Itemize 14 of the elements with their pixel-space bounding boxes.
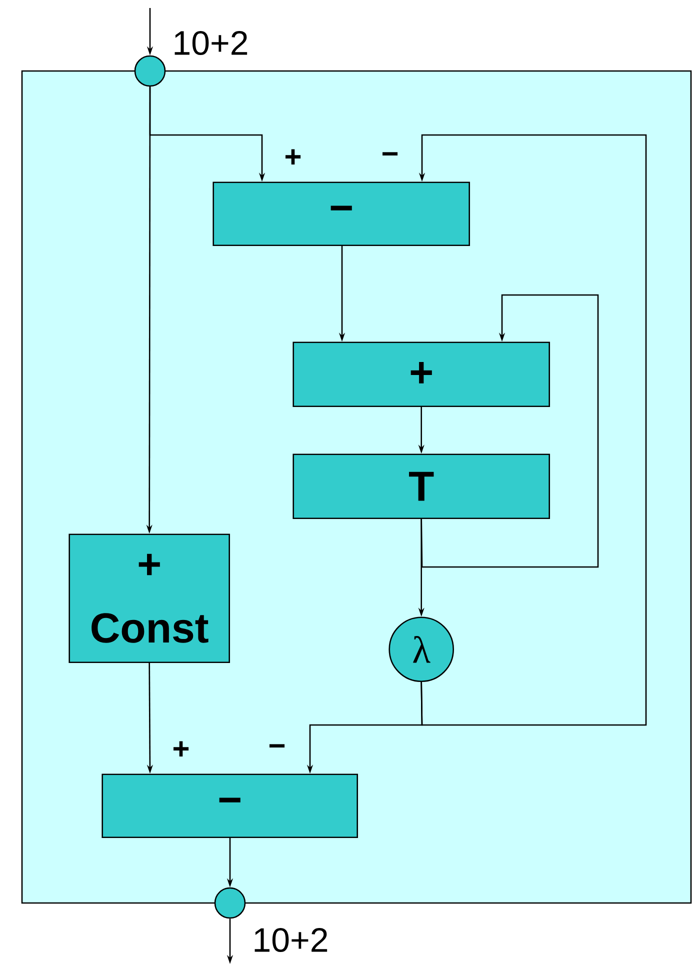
- port-label: 10+2: [254, 928, 328, 952]
- sign-label: +: [174, 741, 189, 756]
- operator-box: T: [292, 454, 550, 519]
- operator-box: + Const: [68, 534, 230, 663]
- port-circle: [134, 55, 166, 87]
- sign-label: −: [382, 152, 398, 156]
- operator-box: +: [292, 342, 550, 407]
- sign-label: +: [286, 149, 301, 164]
- port-circle: [214, 887, 246, 919]
- sign-label: −: [269, 744, 285, 748]
- port-label: 10+2: [174, 30, 248, 56]
- arrow: [420, 294, 599, 568]
- operator-box: −: [212, 182, 470, 246]
- operator-box: −: [102, 774, 358, 838]
